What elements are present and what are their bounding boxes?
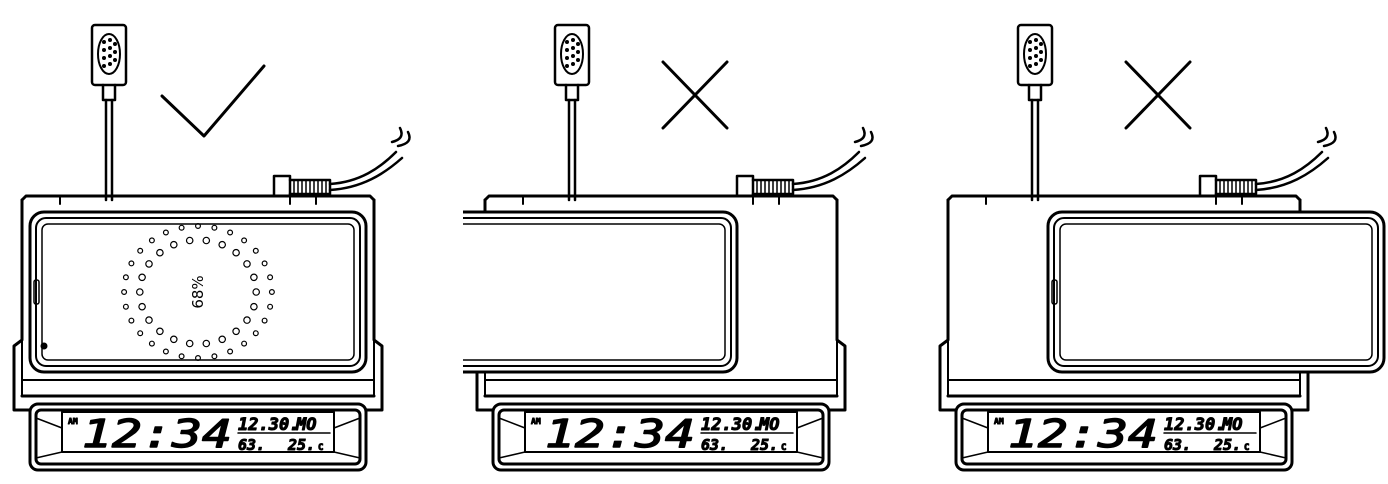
lcd-temp-out: 25.: [1213, 436, 1241, 454]
lcd-temp-in: 63.: [1164, 436, 1191, 454]
camera-dot: [40, 342, 48, 350]
lcd-display: AM 12:34 12.30. MO 63. 25. C: [531, 411, 794, 457]
power-cable: [1198, 126, 1337, 198]
lcd-time: 12:34: [545, 412, 695, 456]
lcd-temp-in: 63.: [238, 436, 265, 454]
charging-dot: [252, 288, 261, 296]
lcd-ampm: AM: [68, 417, 78, 426]
charging-dot: [227, 229, 234, 236]
usb-plug-icon: [553, 23, 591, 202]
cross-icon: [661, 60, 729, 130]
charging-dot: [194, 222, 202, 229]
charging-dot: [261, 317, 268, 324]
lcd-temp-out-unit: C: [318, 443, 323, 453]
charging-dot: [156, 327, 164, 336]
charging-dot: [138, 302, 146, 311]
lcd-time: 12:34: [82, 412, 232, 456]
charging-dot: [122, 303, 129, 310]
charging-dot: [202, 339, 211, 348]
charging-dot: [250, 302, 258, 311]
charging-dot: [250, 273, 258, 282]
lcd-display: AM 12:34 12.30. MO 63. 25. C: [68, 411, 331, 457]
charging-dot: [145, 260, 153, 268]
smartphone: [463, 210, 739, 374]
verdict-mark: [661, 60, 729, 130]
lcd-temp-out-unit: C: [781, 443, 786, 453]
charging-dot: [156, 248, 164, 257]
charging-dot: [202, 236, 211, 245]
lcd-weekday: MO: [1221, 415, 1242, 435]
charging-dot: [267, 303, 274, 310]
charging-dot: [252, 330, 259, 337]
panel-incorrect-placement-left: AM 12:34 12.30. MO 63. 25. C: [463, 0, 925, 484]
charging-dot: [232, 327, 240, 336]
charging-dot: [122, 274, 129, 281]
charging-dot: [137, 330, 144, 337]
lcd-ampm: AM: [531, 417, 541, 426]
charging-dot: [261, 260, 268, 267]
charging-dot: [135, 288, 144, 296]
usb-plug-icon: [1016, 23, 1054, 202]
charging-dot: [241, 237, 248, 244]
usb-plug-icon: [90, 23, 128, 202]
charging-dot: [137, 247, 144, 254]
charging-dot: [138, 273, 146, 282]
clock-charger-body: [12, 194, 384, 472]
battery-percent-label: 68%: [189, 275, 207, 308]
lcd-date: 12.30.: [701, 415, 762, 435]
power-cable: [735, 126, 874, 198]
lcd-display: AM 12:34 12.30. MO 63. 25. C: [994, 411, 1257, 457]
charging-dot: [148, 237, 155, 244]
charging-dot: [211, 353, 218, 360]
charging-dot: [178, 224, 185, 231]
charging-dot: [211, 224, 218, 231]
charging-dot: [128, 317, 135, 324]
charging-dot: [178, 353, 185, 360]
lcd-ampm: AM: [994, 417, 1004, 426]
charging-dot: [185, 236, 194, 245]
charging-dot: [267, 274, 274, 281]
lcd-temp-out: 25.: [287, 436, 315, 454]
panel-correct-placement: AM 12:34 12.30. MO 63. 25. C 68%: [0, 0, 462, 484]
checkmark-icon: [160, 64, 266, 138]
smartphone: 68%: [28, 210, 368, 374]
charging-dot: [121, 288, 128, 296]
lcd-weekday: MO: [758, 415, 779, 435]
charging-dot: [241, 340, 248, 347]
charging-dot: [243, 260, 251, 268]
charging-dot: [162, 348, 169, 355]
charging-dot: [148, 340, 155, 347]
charging-dot: [169, 240, 178, 249]
lcd-date: 12.30.: [1164, 415, 1225, 435]
charging-dot: [227, 348, 234, 355]
charging-dot: [252, 247, 259, 254]
charging-dot: [128, 260, 135, 267]
lcd-time: 12:34: [1008, 412, 1158, 456]
charging-dot: [243, 316, 251, 324]
charging-dot: [169, 335, 178, 344]
charging-dot: [268, 288, 275, 296]
lcd-temp-out-unit: C: [1244, 443, 1249, 453]
charging-dot: [218, 335, 227, 344]
smartphone: [1046, 210, 1386, 374]
lcd-temp-in: 63.: [701, 436, 728, 454]
charging-dot: [162, 229, 169, 236]
cross-icon: [1124, 60, 1192, 130]
lcd-weekday: MO: [295, 415, 316, 435]
charging-dot: [232, 248, 240, 257]
charging-animation: 68%: [40, 222, 275, 361]
lcd-temp-out: 25.: [750, 436, 778, 454]
panel-incorrect-placement-right: AM 12:34 12.30. MO 63. 25. C: [926, 0, 1388, 484]
charging-dot: [185, 339, 194, 348]
charging-dot: [218, 240, 227, 249]
verdict-mark: [160, 64, 266, 138]
power-cable: [272, 126, 411, 198]
verdict-mark: [1124, 60, 1192, 130]
charging-dot: [194, 354, 202, 361]
lcd-date: 12.30.: [238, 415, 299, 435]
charging-dot: [145, 316, 153, 324]
